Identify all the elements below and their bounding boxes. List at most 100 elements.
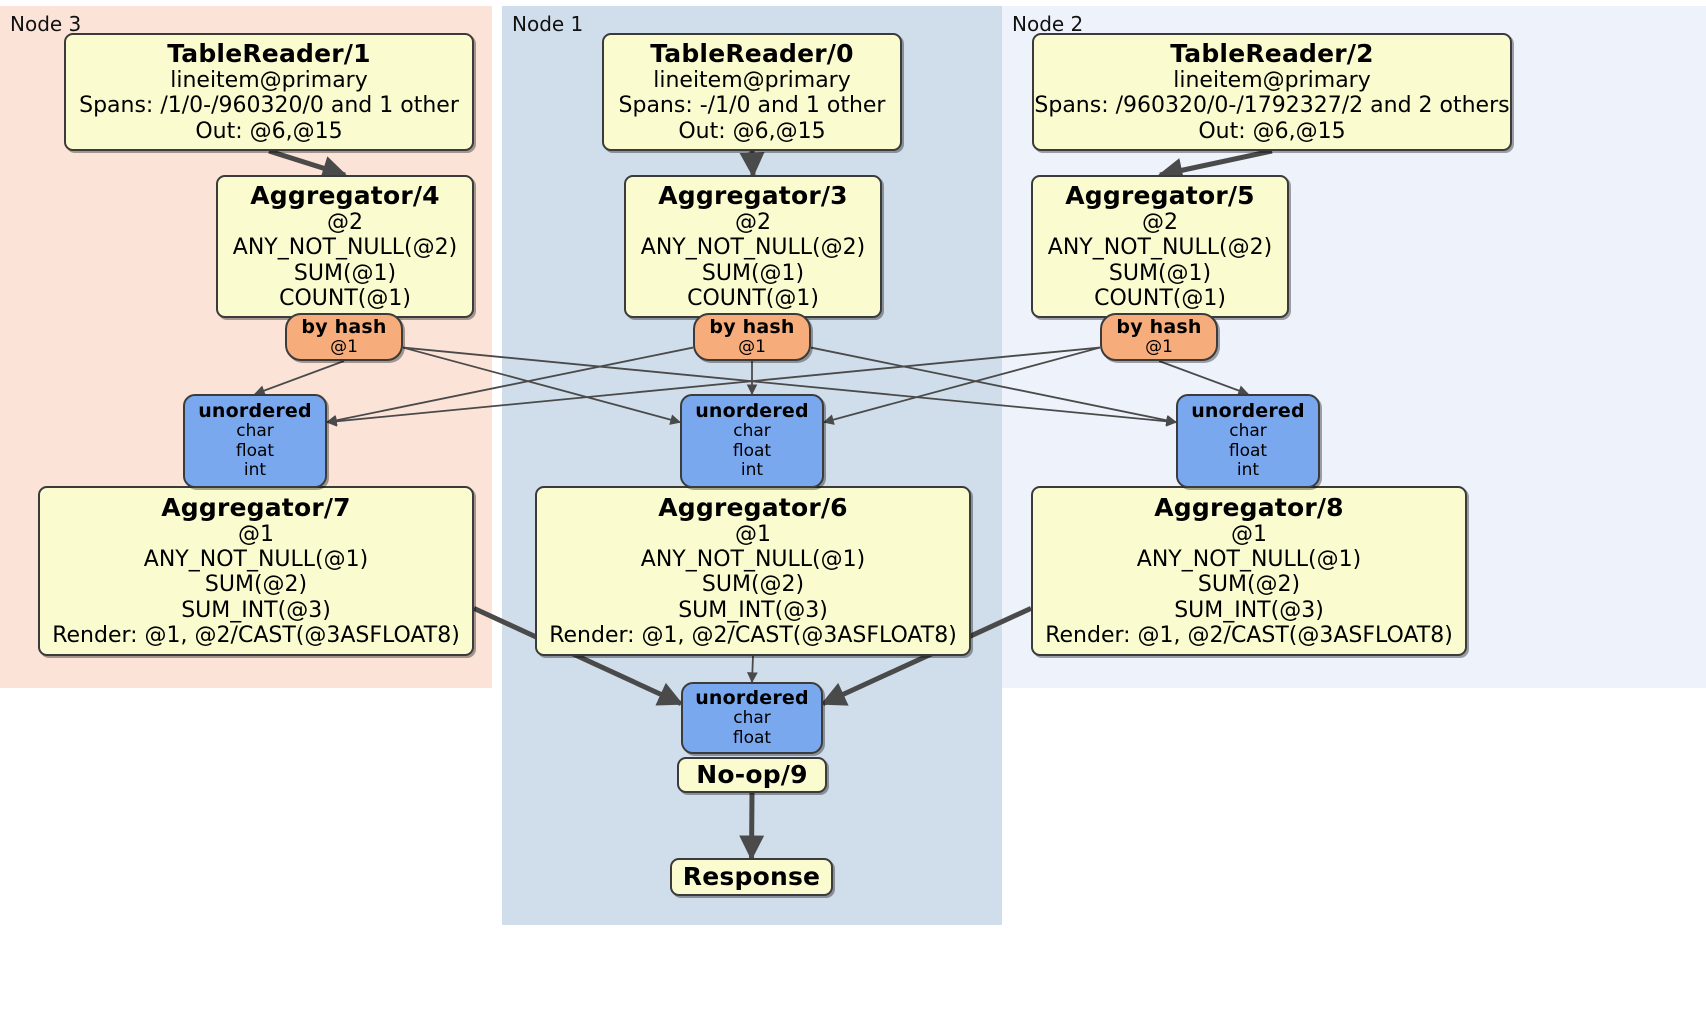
edge-tablereader0-to-aggregator3 — [739, 150, 765, 178]
edge-aggregator7-to-unordered-final — [472, 606, 684, 706]
plan-node-detail: Render: @1, @2/CAST(@3ASFLOAT8) — [549, 622, 957, 648]
plan-node-detail: lineitem@primary — [170, 68, 368, 94]
plan-node-detail: ANY_NOT_NULL(@1) — [640, 547, 866, 573]
plan-node-detail: float — [235, 440, 275, 461]
plan-node-byhash3[interactable]: by hash@1 — [693, 313, 811, 361]
plan-node-title: Response — [682, 862, 821, 891]
plan-node-detail: lineitem@primary — [653, 68, 851, 94]
plan-node-response[interactable]: Response — [670, 858, 833, 896]
edge-noop9-to-response — [739, 792, 765, 861]
plan-node-detail: @1 — [238, 521, 274, 547]
edge-byhash4-to-unordered6 — [402, 346, 682, 425]
plan-node-noop9[interactable]: No-op/9 — [677, 757, 827, 793]
plan-node-title: Aggregator/5 — [1065, 180, 1255, 210]
plan-node-title: unordered — [198, 400, 312, 423]
plan-node-title: TableReader/0 — [650, 39, 854, 69]
plan-node-detail: SUM(@2) — [204, 572, 308, 598]
plan-node-detail: @1 — [735, 521, 771, 547]
plan-node-detail: @1 — [738, 336, 766, 357]
plan-node-byhash4[interactable]: by hash@1 — [285, 313, 403, 361]
plan-node-detail: float — [1228, 440, 1268, 461]
plan-node-detail: @2 — [327, 209, 363, 235]
plan-node-detail: char — [733, 708, 771, 729]
plan-node-detail: float — [732, 727, 772, 748]
plan-node-title: TableReader/2 — [1170, 39, 1374, 69]
plan-node-detail: int — [1236, 460, 1260, 481]
plan-node-detail: SUM_INT(@3) — [678, 597, 828, 623]
plan-node-detail: COUNT(@1) — [687, 285, 819, 311]
plan-node-detail: float — [732, 440, 772, 461]
plan-node-detail: SUM_INT(@3) — [1174, 597, 1324, 623]
plan-node-title: unordered — [695, 686, 809, 709]
plan-node-detail: ANY_NOT_NULL(@2) — [640, 235, 866, 261]
node-panel-label: Node 3 — [10, 12, 82, 36]
plan-node-title: No-op/9 — [696, 760, 808, 789]
plan-node-title: Aggregator/4 — [250, 180, 440, 210]
plan-node-detail: Spans: /960320/0-/1792327/2 and 2 others — [1034, 93, 1510, 119]
plan-node-detail: @1 — [330, 336, 358, 357]
plan-node-detail: char — [236, 421, 274, 442]
plan-node-detail: lineitem@primary — [1173, 68, 1371, 94]
plan-node-detail: char — [733, 421, 771, 442]
plan-node-detail: @1 — [1231, 521, 1267, 547]
plan-node-byhash5[interactable]: by hash@1 — [1100, 313, 1218, 361]
plan-node-title: by hash — [1116, 315, 1202, 338]
edge-byhash5-to-unordered6 — [822, 346, 1101, 425]
plan-node-detail: int — [740, 460, 764, 481]
plan-node-detail: int — [243, 460, 267, 481]
plan-node-detail: ANY_NOT_NULL(@2) — [1047, 235, 1273, 261]
edge-byhash5-to-unordered8 — [1158, 360, 1250, 396]
plan-node-detail: SUM_INT(@3) — [181, 597, 331, 623]
plan-node-detail: ANY_NOT_NULL(@1) — [1136, 547, 1362, 573]
node-panel-label: Node 2 — [1012, 12, 1084, 36]
plan-node-detail: ANY_NOT_NULL(@2) — [232, 235, 458, 261]
plan-node-detail: @1 — [1145, 336, 1173, 357]
edge-tablereader2-to-aggregator5 — [1157, 148, 1273, 183]
plan-node-title: TableReader/1 — [167, 39, 371, 69]
plan-node-detail: SUM(@2) — [701, 572, 805, 598]
plan-node-detail: Render: @1, @2/CAST(@3ASFLOAT8) — [52, 622, 460, 648]
plan-node-title: by hash — [709, 315, 795, 338]
plan-node-detail: COUNT(@1) — [279, 285, 411, 311]
plan-node-title: Aggregator/3 — [658, 180, 848, 210]
plan-node-detail: SUM(@1) — [293, 260, 397, 286]
plan-node-detail: COUNT(@1) — [1094, 285, 1226, 311]
plan-node-title: unordered — [1191, 400, 1305, 423]
edge-byhash3-to-unordered8 — [810, 346, 1178, 426]
edge-tablereader1-to-aggregator4 — [268, 148, 348, 181]
plan-node-detail: SUM(@1) — [701, 260, 805, 286]
edge-byhash5-to-unordered7 — [325, 346, 1101, 427]
plan-node-detail: ANY_NOT_NULL(@1) — [143, 547, 369, 573]
plan-node-detail: Spans: /1/0-/960320/0 and 1 other — [79, 93, 459, 119]
plan-node-title: by hash — [301, 315, 387, 338]
plan-node-title: Aggregator/6 — [658, 492, 848, 522]
plan-node-detail: Out: @6,@15 — [678, 118, 826, 144]
plan-node-detail: Render: @1, @2/CAST(@3ASFLOAT8) — [1045, 622, 1453, 648]
plan-node-detail: SUM(@2) — [1197, 572, 1301, 598]
plan-node-title: Aggregator/7 — [161, 492, 351, 522]
plan-node-detail: SUM(@1) — [1108, 260, 1212, 286]
plan-node-detail: char — [1229, 421, 1267, 442]
node-panel-label: Node 1 — [512, 12, 584, 36]
plan-node-title: unordered — [695, 400, 809, 423]
edge-byhash3-to-unordered7 — [325, 346, 694, 426]
plan-node-detail: Out: @6,@15 — [195, 118, 343, 144]
edge-byhash4-to-unordered7 — [253, 360, 345, 396]
plan-node-detail: @2 — [1142, 209, 1178, 235]
edge-aggregator6-to-unordered-final — [746, 655, 758, 684]
